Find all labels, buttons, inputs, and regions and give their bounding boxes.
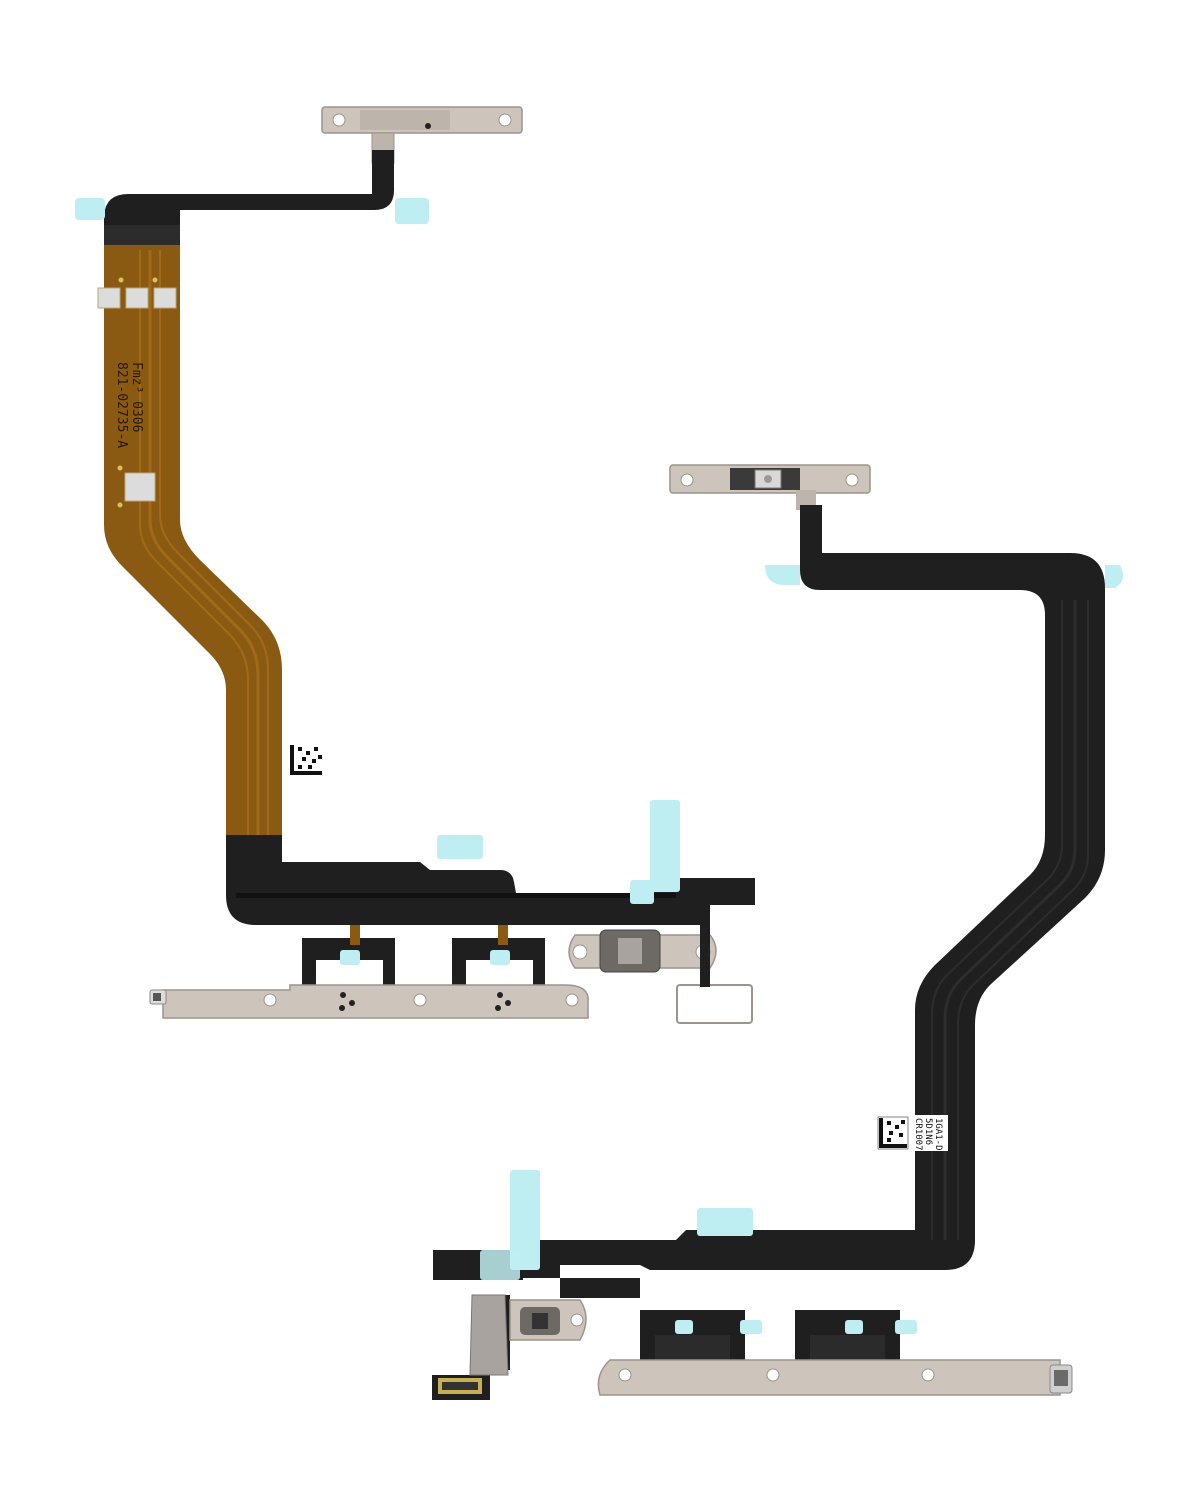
left-volume-bracket [149, 984, 589, 1019]
left-flex-top-strip [104, 150, 394, 228]
left-flex-amber-body [104, 245, 282, 840]
left-flex-cable: Fmz³ 0306 821-02735-A [75, 106, 755, 1024]
adhesive-tab [630, 880, 654, 904]
right-label-line-2: 5D1N6 [923, 1118, 933, 1145]
adhesive-tab [437, 835, 483, 859]
right-flex-main [480, 505, 1105, 1278]
left-marking: Fmz³ 0306 [129, 362, 144, 432]
right-cable-label: CR1007 5D1N6 1GA1-D [876, 1115, 948, 1151]
left-top-bracket [321, 106, 523, 164]
adhesive-tab [510, 1170, 540, 1270]
right-label-line-3: 1GA1-D [933, 1118, 943, 1151]
right-top-bracket [669, 464, 871, 510]
adhesive-tab [697, 1208, 753, 1236]
right-label-line-1: CR1007 [913, 1118, 923, 1151]
right-volume-bracket [597, 1359, 1073, 1396]
right-flex-cable: CR1007 5D1N6 1GA1-D [432, 464, 1124, 1400]
left-datamatrix-code [288, 743, 324, 777]
left-flex-lower-black [226, 835, 755, 925]
adhesive-tab [650, 800, 680, 892]
left-part-number: 821-02735-A [114, 362, 129, 448]
right-mute-switch-module [432, 1278, 640, 1400]
left-mute-switch-bracket [568, 905, 753, 1024]
left-volume-contacts [302, 925, 545, 985]
adhesive-tab [75, 198, 105, 220]
adhesive-tab [395, 198, 429, 224]
